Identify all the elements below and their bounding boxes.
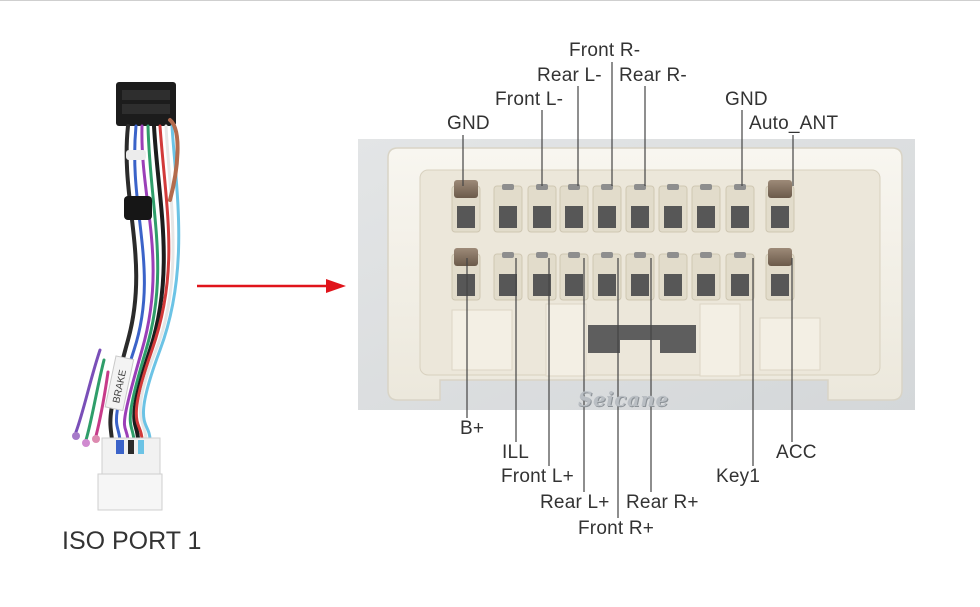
- pin-terminal: [454, 248, 478, 266]
- pin-terminal: [601, 252, 613, 258]
- pin-terminal: [568, 184, 580, 190]
- pin-terminal: [700, 252, 712, 258]
- label-auto-ant: Auto_ANT: [749, 113, 839, 134]
- brand-watermark: Seicane: [578, 387, 669, 411]
- pin-terminal: [734, 184, 746, 190]
- pin-terminal: [536, 184, 548, 190]
- pin-terminal: [502, 184, 514, 190]
- pin-terminal: [502, 252, 514, 258]
- iso-plug-lower: [97, 473, 163, 511]
- label-front-l-plus: Front L+: [501, 466, 574, 487]
- pin-terminal: [601, 184, 613, 190]
- label-rear-r-plus: Rear R+: [626, 492, 699, 513]
- pin-terminal: [536, 252, 548, 258]
- tape-wrap: [124, 196, 152, 220]
- label-rear-l-minus: Rear L-: [537, 65, 602, 86]
- label-gnd-left: GND: [447, 113, 490, 134]
- pin-terminal: [734, 252, 746, 258]
- pointer-arrow: [197, 279, 346, 293]
- connector-face: [358, 139, 915, 410]
- harness-tag: BRAKE: [104, 355, 135, 412]
- label-b-plus: B+: [460, 418, 485, 439]
- label-rear-r-minus: Rear R-: [619, 65, 687, 86]
- pin-terminal: [768, 248, 792, 266]
- iso-port-caption: ISO PORT 1: [62, 527, 202, 555]
- wire-harness: BRAKE: [72, 82, 181, 511]
- pin-terminal: [667, 252, 679, 258]
- pin-terminal: [667, 184, 679, 190]
- label-key1: Key1: [716, 466, 761, 487]
- pin-terminal: [634, 184, 646, 190]
- wire-bundle: [74, 118, 181, 442]
- pin-terminal: [568, 252, 580, 258]
- pin-terminal: [700, 184, 712, 190]
- top-divider: [0, 0, 980, 1]
- pin-rows: [451, 180, 795, 301]
- pin-terminal: [768, 180, 792, 198]
- label-gnd-right: GND: [725, 89, 768, 110]
- leader-lines: [462, 62, 794, 518]
- label-ill: ILL: [502, 442, 530, 463]
- label-rear-l-plus: Rear L+: [540, 492, 610, 513]
- label-front-r-minus: Front R-: [569, 40, 641, 61]
- pin-terminal: [454, 180, 478, 198]
- label-front-r-plus: Front R+: [578, 518, 655, 539]
- pin-terminal: [634, 252, 646, 258]
- label-front-l-minus: Front L-: [495, 89, 564, 110]
- label-acc: ACC: [776, 442, 817, 463]
